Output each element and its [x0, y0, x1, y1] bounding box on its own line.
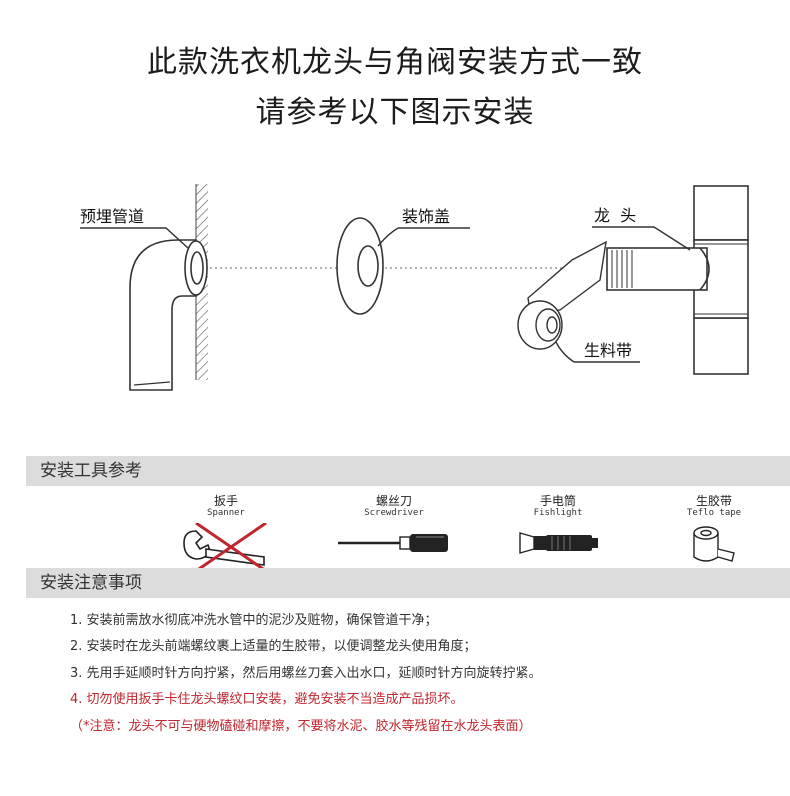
wrench-icon	[183, 523, 267, 573]
note-item-3: 3. 先用手延顺时针方向拧紧，然后用螺丝刀套入出水口，延顺时针方向旋转拧紧。	[70, 665, 542, 681]
screwdriver-icon	[338, 534, 448, 552]
label-decorative-cover: 装饰盖	[402, 207, 450, 226]
label-teflon-tape: 生料带	[584, 341, 632, 360]
note-item-caution: （*注意：龙头不可与硬物磕碰和摩擦，不要将水泥、胶水等残留在水龙头表面）	[70, 718, 532, 734]
tool-spanner-en: Spanner	[207, 508, 245, 518]
tool-flashlight-en: Fishlight	[533, 508, 583, 518]
note-item-warning: 4. 切勿使用扳手卡住龙头螺纹口安装，避免安装不当造成产品损坏。	[70, 692, 464, 708]
leader-lines	[80, 226, 691, 363]
tool-teflon-tape: 生胶带 Teflo tape	[672, 494, 756, 567]
teflon-tape	[517, 240, 607, 350]
notes-section-heading: 安装注意事项	[26, 568, 790, 598]
note-item-1: 1. 安装前需放水彻底冲洗水管中的泥沙及赃物，确保管道干净；	[70, 613, 438, 628]
tool-screwdriver-en: Screwdriver	[364, 508, 424, 518]
title-block: 此款洗衣机龙头与角阀安装方式一致 请参考以下图示安装	[0, 38, 790, 138]
tool-flashlight: 手电筒 Fishlight	[508, 494, 608, 563]
title-line-1: 此款洗衣机龙头与角阀安装方式一致	[147, 45, 643, 80]
title-line-2: 请参考以下图示安装	[255, 95, 535, 130]
installation-diagram: 预埋管道 装饰盖 龙 头 生料带	[80, 184, 749, 391]
note-item-2: 2. 安装时在龙头前端螺纹裹上适量的生胶带，以便调整龙头使用角度；	[70, 639, 477, 655]
tool-spanner: 扳手 Spanner	[176, 494, 276, 573]
tool-tape-en: Teflo tape	[686, 508, 742, 518]
flashlight-icon	[519, 532, 598, 554]
notes-list: 1. 安装前需放水彻底冲洗水管中的泥沙及赃物，确保管道干净； 2. 安装时在龙头…	[70, 608, 770, 740]
tool-flashlight-cn: 手电筒	[539, 494, 576, 508]
label-embedded-pipe: 预埋管道	[80, 207, 144, 226]
label-faucet: 龙 头	[594, 206, 636, 225]
decorative-cover	[336, 217, 384, 315]
faucet-body	[606, 185, 749, 375]
tape-roll-icon	[693, 526, 735, 562]
tools-section-heading: 安装工具参考	[26, 456, 790, 486]
embedded-pipe	[129, 239, 208, 391]
tool-tape-cn: 生胶带	[695, 494, 732, 508]
tool-screwdriver-cn: 螺丝刀	[375, 494, 412, 508]
tool-screwdriver: 螺丝刀 Screwdriver	[334, 494, 454, 563]
tool-spanner-cn: 扳手	[213, 494, 238, 508]
